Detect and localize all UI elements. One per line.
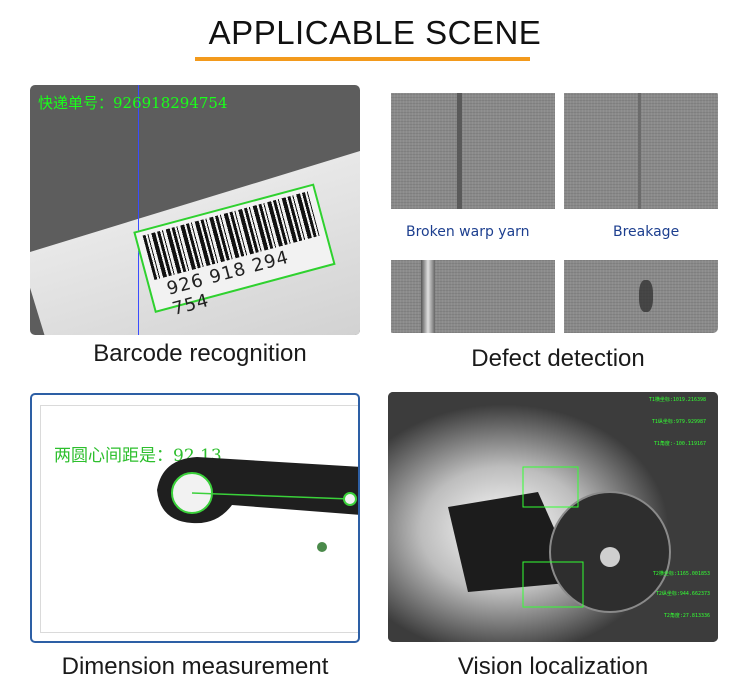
dimension-caption: Dimension measurement <box>61 653 329 680</box>
vision-image-panel: T1横坐标:1019.216398 T1纵坐标:979.929987 T1角度:… <box>388 392 718 642</box>
t2-y-readout: T2纵坐标:944.662373 <box>655 591 710 597</box>
locate-box-bottom <box>522 561 584 608</box>
scan-line <box>138 85 139 335</box>
t2-angle-readout: T2角度:27.813336 <box>663 613 710 619</box>
dark-bracket <box>448 492 578 592</box>
fabric-tile-edge-defect <box>391 260 555 333</box>
locate-box-top <box>522 466 579 508</box>
fabric-tile-broken-warp <box>391 93 555 209</box>
marker-dot <box>317 542 327 552</box>
edge-defect-mark <box>421 260 435 333</box>
t1-angle-readout: T1角度:-100.119167 <box>653 441 706 447</box>
t1-x-readout: T1横坐标:1019.216398 <box>648 397 706 403</box>
vision-caption: Vision localization <box>457 653 649 680</box>
breakage-streak <box>638 93 641 209</box>
defect-label-breakage: Breakage <box>613 224 680 240</box>
fabric-tile-breakage <box>564 93 718 209</box>
image-frame <box>40 405 358 633</box>
t1-y-readout: T1纵坐标:979.929987 <box>651 419 706 425</box>
dimension-image-panel: 两圆心间距是：92.13 <box>30 393 360 643</box>
defect-label-broken-warp: Broken warp yarn <box>406 224 530 240</box>
barcode-caption: Barcode recognition <box>93 340 307 367</box>
t2-x-readout: T2横坐标:1165.001853 <box>652 571 710 577</box>
vision-scene <box>388 392 718 642</box>
light-glow <box>388 392 718 642</box>
center-distance-line <box>191 492 351 500</box>
broken-warp-streak <box>457 93 462 209</box>
title-underline <box>195 57 530 61</box>
barcode-image-panel: 快递单号：926918294754 926 918 294 754 <box>30 85 360 335</box>
page-title: APPLICABLE SCENE <box>208 14 542 51</box>
fabric-tile-spot-defect <box>564 260 718 333</box>
defect-caption: Defect detection <box>471 345 645 372</box>
part-center <box>600 547 620 567</box>
measurement-overlay <box>157 457 358 552</box>
spot-defect-mark <box>639 280 653 312</box>
hole-circle-right <box>343 492 357 506</box>
ocr-result-text: 快递单号：926918294754 <box>38 94 228 112</box>
defect-image-panel: Broken warp yarn Breakage <box>388 90 718 333</box>
